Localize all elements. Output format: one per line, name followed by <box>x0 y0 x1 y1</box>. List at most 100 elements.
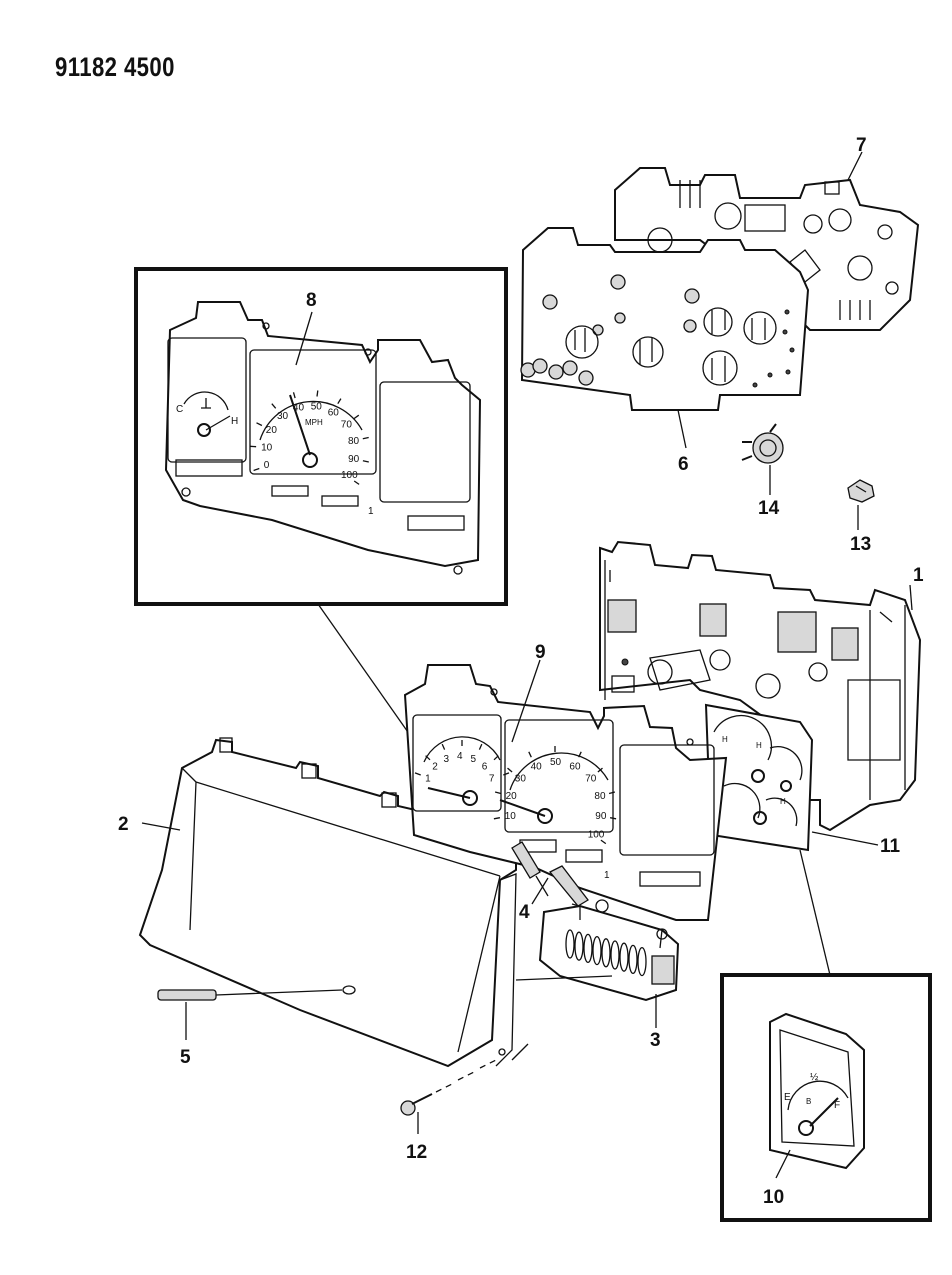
part-5-pin <box>157 989 343 1040</box>
callout-7: 7 <box>856 135 867 156</box>
svg-text:H: H <box>780 797 786 806</box>
switch-coil-rib <box>592 935 602 966</box>
temp-cold-label: C <box>176 404 183 415</box>
tach-tick <box>503 772 510 776</box>
tach-label: 2 <box>432 762 438 773</box>
leader-lens-switch <box>515 975 613 981</box>
inset-speedo-label: 100 <box>341 470 358 481</box>
bezel-odometer-digit: 1 <box>604 870 610 881</box>
speedo-label: 60 <box>569 761 581 772</box>
tach-label: 1 <box>425 773 431 784</box>
leader-lens-corner <box>511 1043 529 1061</box>
speedo-label: 30 <box>515 773 527 784</box>
inset-speedo-tick <box>362 436 369 440</box>
speedo-label: 20 <box>506 791 518 802</box>
leader-9 <box>511 659 541 743</box>
inset-speedo-label: 30 <box>277 411 289 422</box>
part-3-switch-assembly <box>538 904 680 1002</box>
callout-4: 4 <box>519 902 530 923</box>
speedo-tick <box>597 767 603 773</box>
speedo-tick <box>608 791 616 795</box>
callout-8: 8 <box>306 290 317 311</box>
callout-6: 6 <box>678 454 689 475</box>
tach-label: 6 <box>482 762 488 773</box>
leader-4 <box>531 877 549 905</box>
switch-coil-rib <box>628 944 638 975</box>
part-6-circuit-board <box>520 227 810 411</box>
speedo-label: 40 <box>531 761 543 772</box>
callout-10: 10 <box>763 1187 784 1208</box>
part-4-switch <box>511 841 609 913</box>
part-12-screw <box>400 1059 497 1134</box>
inset-speedo-label: 90 <box>348 454 360 465</box>
switch-coil-rib <box>583 933 593 964</box>
part-13-bulb-socket <box>847 479 875 503</box>
leader-11-to-inset <box>799 849 831 976</box>
speedo-tick <box>578 751 582 758</box>
inset-speedo-tick <box>253 467 260 472</box>
inset-speedo-tick <box>292 392 296 399</box>
part-1-cluster-housing <box>599 540 922 832</box>
callout-5: 5 <box>180 1047 191 1068</box>
part-14-gauge-module <box>741 423 784 464</box>
leader-7 <box>847 151 863 181</box>
speedo-tick <box>507 767 513 773</box>
switch-coil-rib <box>601 938 611 968</box>
switch-coil-rib <box>619 942 629 972</box>
inset-speedo-tick <box>337 398 342 405</box>
inset-speedo-tick <box>353 414 360 420</box>
inset-speedo-tick <box>362 460 369 463</box>
callout-12: 12 <box>406 1142 427 1163</box>
inset-speedo-label: 60 <box>328 407 340 418</box>
speedo-label: 80 <box>594 791 606 802</box>
tach-label: 3 <box>444 754 450 765</box>
leader-11 <box>811 831 879 846</box>
inset-speedo-label: 70 <box>341 419 353 430</box>
leader-2 <box>141 822 181 831</box>
temp-hot-label: H <box>231 416 238 427</box>
leader-8 <box>295 311 313 366</box>
speedo-tick <box>609 817 617 820</box>
callout-14: 14 <box>758 498 780 519</box>
svg-text:H: H <box>722 735 728 744</box>
leader-inset-to-bezel <box>317 603 411 736</box>
callout-1: 1 <box>913 565 924 586</box>
speedo-label: 70 <box>585 773 597 784</box>
speedo-label: 10 <box>505 811 517 822</box>
speedo-label: 50 <box>550 757 562 768</box>
tach-tick <box>493 755 499 761</box>
speedo-label: 100 <box>588 829 605 840</box>
tach-tick <box>425 755 431 761</box>
fuel-half-label: ½ <box>810 1072 819 1083</box>
inset-mph-label: MPH <box>305 418 323 427</box>
tach-tick <box>414 772 421 776</box>
tach-label: 7 <box>489 773 495 784</box>
switch-coil-rib <box>574 931 584 961</box>
inset-speedo-label: 80 <box>348 436 360 447</box>
svg-text:H: H <box>756 741 762 750</box>
leader-1 <box>909 584 913 611</box>
switch-coil-rib <box>610 940 620 970</box>
fuel-empty-label: E <box>784 1092 791 1103</box>
speedo-label: 90 <box>595 811 607 822</box>
inset-box-fuel-gauge: E ½ F B <box>720 973 932 1222</box>
inset-speedo-tick <box>271 403 277 409</box>
callout-11: 11 <box>880 836 901 857</box>
inset-speedo-label: 20 <box>266 425 278 436</box>
speedo-tick <box>600 839 607 845</box>
switch-coil-rib <box>637 946 647 977</box>
inset-speedo-label: 40 <box>293 403 305 414</box>
switch-coil-rib <box>565 929 575 959</box>
inset-temp-gauge: C H <box>176 391 238 437</box>
inset-speedo-label: 0 <box>264 460 270 471</box>
inset-odometer-digit: 1 <box>368 506 374 517</box>
callout-9: 9 <box>535 642 546 663</box>
document-number: 91182 4500 <box>55 52 175 82</box>
svg-text:B: B <box>806 1097 811 1106</box>
inset-speedo-label: 50 <box>311 401 323 412</box>
circuit-board-terminal-posts <box>520 274 795 388</box>
